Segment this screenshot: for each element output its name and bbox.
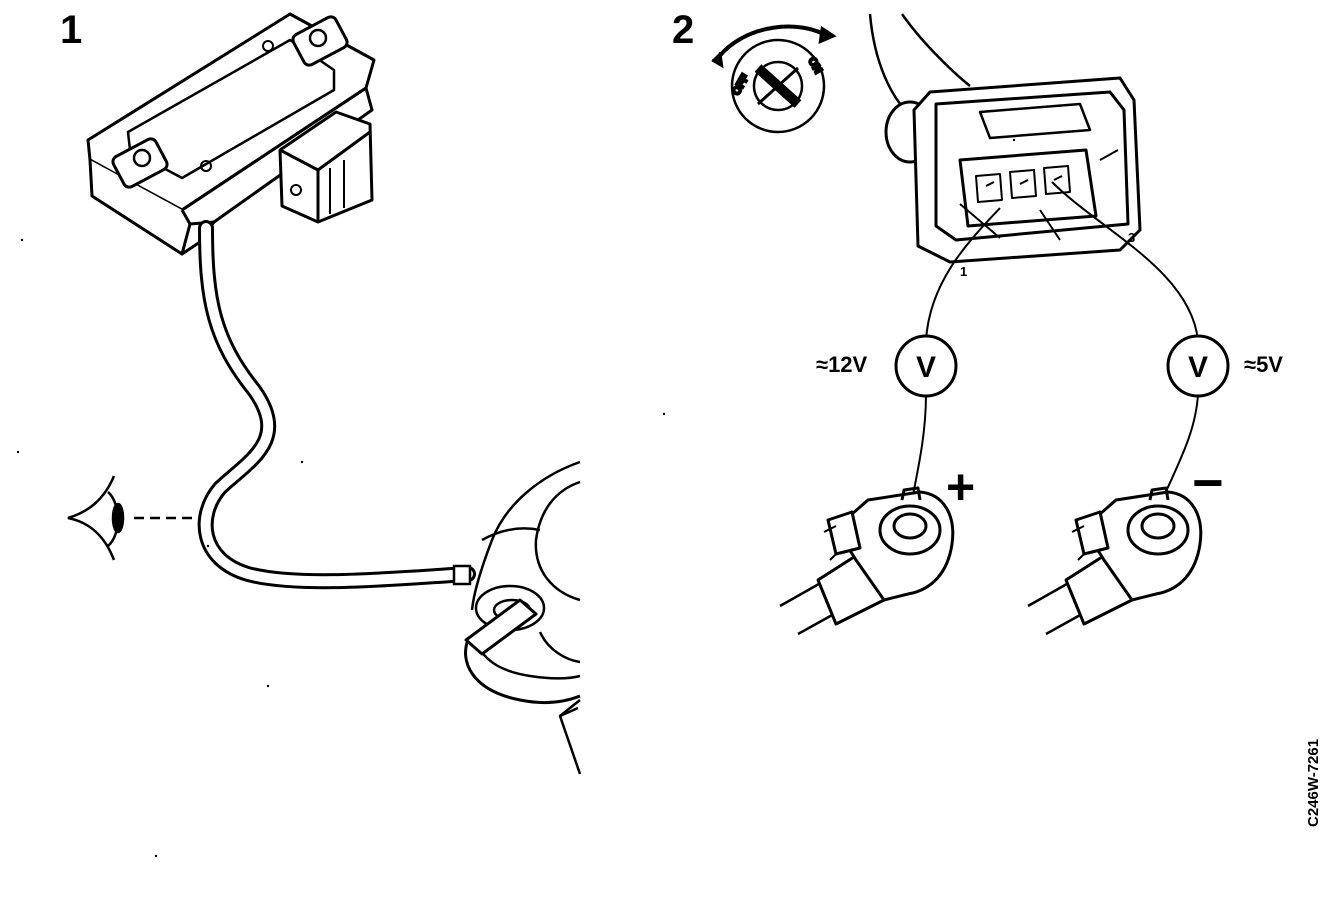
- negative-terminal-sign: −: [1192, 453, 1224, 513]
- step-2-number: 2: [672, 8, 695, 52]
- voltage-reading-left: ≈12V: [816, 352, 868, 377]
- voltage-reading-right: ≈5V: [1244, 352, 1283, 377]
- eye-icon: [67, 475, 196, 561]
- intake-manifold: [464, 460, 582, 775]
- sensor-connector: [912, 76, 1142, 264]
- positive-terminal-sign: +: [946, 459, 976, 515]
- voltmeter-left: V: [894, 334, 958, 398]
- battery-terminal-negative: [1027, 486, 1203, 636]
- step-1-number: 1: [60, 8, 83, 52]
- scan-specks: [16, 138, 1016, 858]
- voltmeter-right: V: [1166, 334, 1230, 398]
- battery-terminal-positive: [779, 486, 955, 636]
- vacuum-hose: [197, 220, 476, 590]
- figure-code: C246W-7261: [1305, 738, 1322, 827]
- voltmeter-left-symbol: V: [916, 351, 936, 384]
- pin-1-label: 1: [960, 264, 967, 279]
- ignition-switch-icon: OFF ON: [711, 24, 837, 134]
- pin-3-label: 3: [1128, 230, 1135, 245]
- pressure-sensor: [86, 12, 376, 256]
- voltmeter-right-symbol: V: [1188, 351, 1208, 384]
